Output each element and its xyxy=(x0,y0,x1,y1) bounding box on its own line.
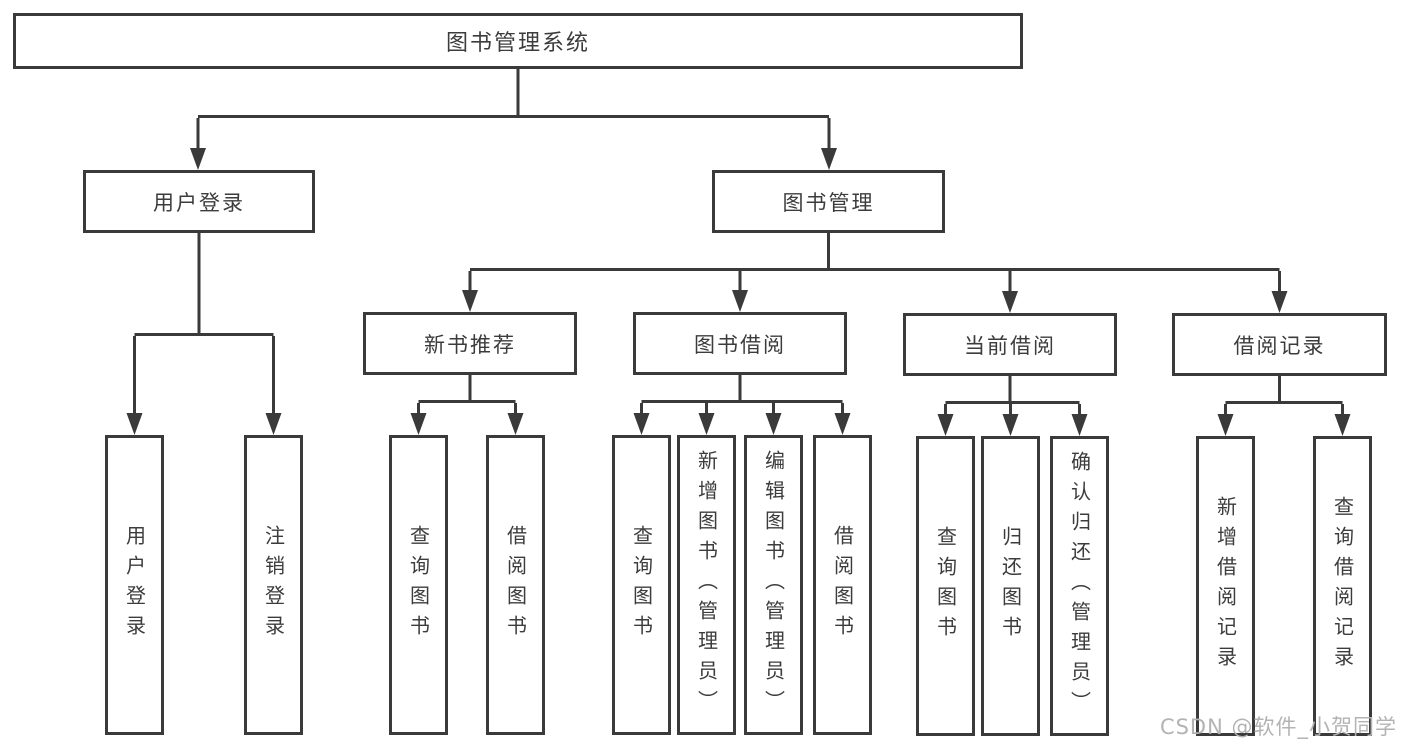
leaf-query-borrow-record: 查询借阅记录 xyxy=(1313,436,1372,736)
leaf-query-books-borrow-label: 查询图书 xyxy=(629,525,654,645)
leaf-borrow-books-recommend: 借阅图书 xyxy=(486,435,545,735)
leaf-edit-book-admin-label: 编辑图书（管理员） xyxy=(761,450,786,720)
leaf-user-login: 用户登录 xyxy=(105,435,164,735)
node-borrow-records-label: 借阅记录 xyxy=(1233,333,1326,358)
leaf-user-login-label: 用户登录 xyxy=(122,525,147,645)
leaf-confirm-return-admin-label: 确认归还（管理员） xyxy=(1067,451,1092,721)
leaf-query-books-recommend: 查询图书 xyxy=(389,435,448,735)
node-user-login-label: 用户登录 xyxy=(153,190,245,215)
node-library-system-label: 图书管理系统 xyxy=(445,31,590,56)
node-book-management-label: 图书管理 xyxy=(782,190,875,215)
leaf-borrow-books-recommend-label: 借阅图书 xyxy=(503,525,528,645)
leaf-add-book-admin-label: 新增图书（管理员） xyxy=(694,450,719,720)
leaf-query-borrow-record-label: 查询借阅记录 xyxy=(1330,496,1355,676)
leaf-edit-book-admin: 编辑图书（管理员） xyxy=(744,435,803,735)
node-new-book-recommend-label: 新书推荐 xyxy=(424,332,516,357)
leaf-add-book-admin: 新增图书（管理员） xyxy=(677,435,736,735)
leaf-add-borrow-record-label: 新增借阅记录 xyxy=(1213,496,1238,676)
leaf-query-books-current-label: 查询图书 xyxy=(933,526,958,646)
watermark-text: CSDN @软件_小贺同学 xyxy=(1159,715,1397,739)
node-book-management: 图书管理 xyxy=(712,170,945,233)
leaf-confirm-return-admin: 确认归还（管理员） xyxy=(1050,436,1109,736)
leaf-logout-label: 注销登录 xyxy=(261,525,286,645)
node-book-borrow-label: 图书借阅 xyxy=(694,332,786,357)
leaf-query-books-recommend-label: 查询图书 xyxy=(406,525,431,645)
node-book-borrow: 图书借阅 xyxy=(633,312,847,375)
leaf-borrow-books-borrow: 借阅图书 xyxy=(813,435,872,735)
leaf-borrow-books-borrow-label: 借阅图书 xyxy=(830,525,855,645)
node-borrow-records: 借阅记录 xyxy=(1172,313,1387,376)
leaf-logout: 注销登录 xyxy=(244,435,303,735)
node-current-borrow: 当前借阅 xyxy=(903,313,1117,376)
leaf-return-book-label: 归还图书 xyxy=(998,526,1023,646)
leaf-query-books-current: 查询图书 xyxy=(916,436,975,736)
node-library-system: 图书管理系统 xyxy=(13,13,1023,69)
leaf-return-book: 归还图书 xyxy=(981,436,1040,736)
node-current-borrow-label: 当前借阅 xyxy=(964,333,1056,358)
leaf-add-borrow-record: 新增借阅记录 xyxy=(1196,436,1255,736)
node-new-book-recommend: 新书推荐 xyxy=(363,312,577,375)
leaf-query-books-borrow: 查询图书 xyxy=(612,435,671,735)
node-user-login: 用户登录 xyxy=(83,170,315,233)
